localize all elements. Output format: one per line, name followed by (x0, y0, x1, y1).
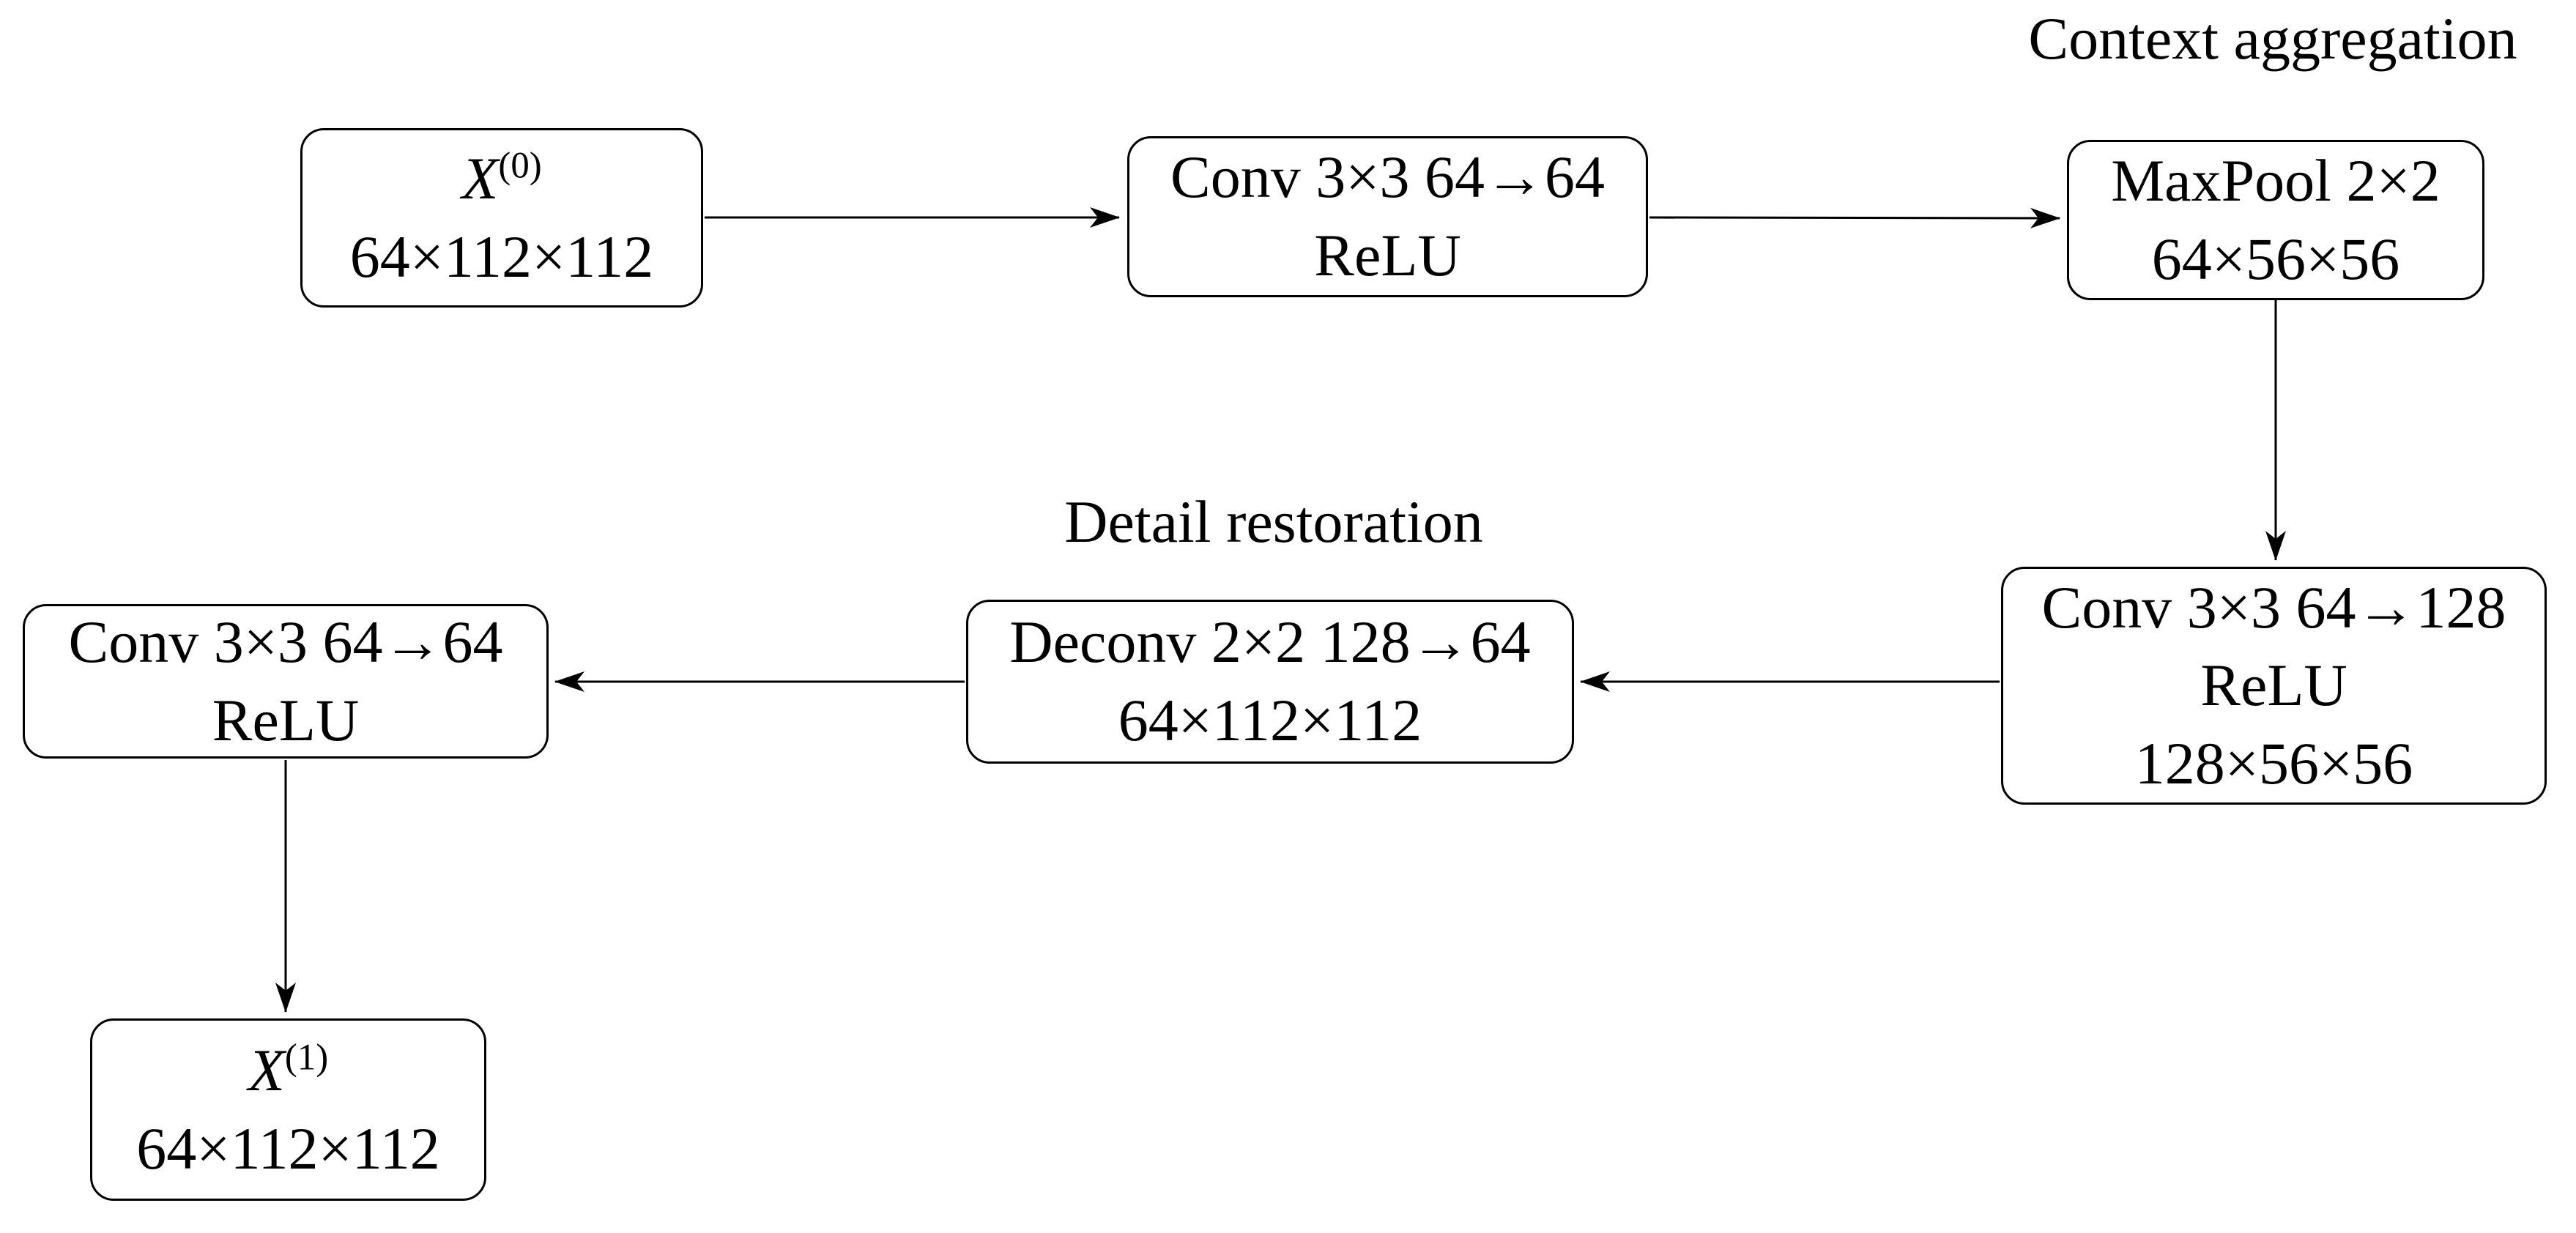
node-conv3-op: Conv 3×3 64→64 (68, 608, 503, 675)
node-conv1-relu: ReLU (1314, 222, 1461, 288)
node-x0-var: X (461, 144, 499, 212)
label-context-aggregation: Context aggregation (2028, 5, 2517, 72)
node-maxpool-op: MaxPool 2×2 (2111, 146, 2440, 214)
node-deconv-op: Deconv 2×2 128→64 (1009, 608, 1531, 676)
node-x0: X(0) 64×112×112 (300, 128, 703, 308)
node-x1-dims: 64×112×112 (136, 1114, 440, 1182)
node-x0-sup: (0) (498, 144, 542, 186)
node-deconv: Deconv 2×2 128→64 64×112×112 (966, 600, 1574, 764)
node-x1-symbol: X(1) (248, 1032, 328, 1110)
node-conv1-op: Conv 3×3 64→64 (1170, 144, 1605, 211)
arrow-conv1-maxpool (1649, 207, 2060, 228)
node-x1-sup: (1) (284, 1036, 329, 1078)
node-conv2-relu: ReLU (2200, 652, 2347, 719)
node-conv3-relu: ReLU (212, 686, 360, 753)
node-conv2-op: Conv 3×3 64→128 (2041, 573, 2506, 641)
label-detail-restoration: Detail restoration (1064, 488, 1483, 555)
node-x0-symbol: X(0) (461, 140, 541, 218)
node-deconv-dims: 64×112×112 (1118, 687, 1422, 753)
node-x1-var: X (248, 1036, 285, 1103)
node-conv2: Conv 3×3 64→128 ReLU 128×56×56 (2001, 567, 2547, 805)
node-x0-dims: 64×112×112 (349, 223, 654, 290)
node-conv1: Conv 3×3 64→64 ReLU (1127, 136, 1648, 297)
node-x1: X(1) 64×112×112 (90, 1018, 486, 1201)
node-conv2-dims: 128×56×56 (2134, 729, 2413, 797)
node-conv3: Conv 3×3 64→64 ReLU (23, 604, 549, 759)
node-maxpool-dims: 64×56×56 (2151, 225, 2400, 292)
node-maxpool: MaxPool 2×2 64×56×56 (2067, 140, 2484, 300)
